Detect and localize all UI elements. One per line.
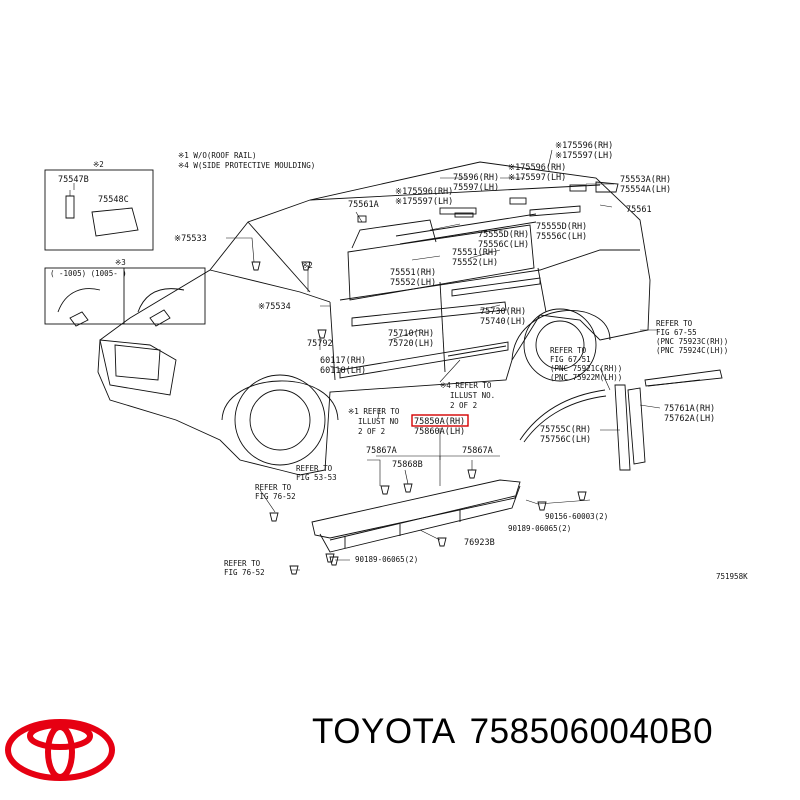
part-label: ※175597(LH) [508, 173, 566, 183]
quarter-moulding [519, 369, 723, 471]
part-label: 75710(RH) [388, 329, 434, 339]
part-label: 75551(RH) [452, 248, 498, 258]
part-label: (PNC 75921C(RH)) [550, 364, 622, 373]
part-label: 2 OF 2 [358, 427, 385, 436]
parts-diagram: ※1 W/O(ROOF RAIL) ※4 W(SIDE PROTECTIVE M… [44, 141, 748, 581]
part-label: 75740(LH) [480, 317, 526, 327]
part-label: 90156-60003(2) [545, 512, 608, 521]
part-label: (PNC 75923C(RH)) [656, 337, 728, 346]
part-label: 75867A [366, 446, 397, 456]
part-label: 75792 [307, 339, 333, 349]
part-label: 75561 [626, 205, 652, 215]
part-label: REFER TO [296, 464, 333, 473]
inset-mark-bottom: ※3 [115, 258, 126, 267]
part-label: 75756C(LH) [540, 435, 591, 445]
part-label: 75552(LH) [390, 278, 436, 288]
part-label: (PNC 75922M(LH)) [550, 373, 622, 382]
part-label: 60118(LH) [320, 366, 366, 376]
part-label: 75555D(RH) [478, 230, 529, 240]
part-label: ※175597(LH) [555, 151, 613, 161]
part-label: 2 OF 2 [450, 401, 477, 410]
part-label: 75868B [392, 460, 423, 470]
logo-rings [5, 719, 115, 781]
part-label: REFER TO [656, 319, 693, 328]
part-label: FIG 67-55 [656, 328, 697, 337]
part-label: ※1 REFER TO [348, 407, 400, 416]
part-label: REFER TO [255, 483, 292, 492]
part-label: 76923B [464, 538, 495, 548]
brand-line: TOYOTA 7585060040B0 [312, 712, 727, 752]
part-label: 75556C(LH) [478, 240, 529, 250]
part-label: (PNC 75924C(LH)) [656, 346, 728, 355]
inset-header: ( -1005) (1005- ) [50, 269, 127, 278]
part-label: 75552(LH) [452, 258, 498, 268]
part-label: ※175597(LH) [395, 197, 453, 207]
note-side-moulding: ※4 W(SIDE PROTECTIVE MOULDING) [178, 161, 315, 170]
part-label: 75730(RH) [480, 307, 526, 317]
part-labels: ※175596(RH) ※175597(LH) 75553A(RH) 75554… [174, 141, 748, 581]
part-label: ※175596(RH) [555, 141, 613, 151]
part-label: 75755C(RH) [540, 425, 591, 435]
part-label: 75596(RH) [453, 173, 499, 183]
part-label: ※75534 [258, 302, 291, 312]
part-label: 75553A(RH) [620, 175, 671, 185]
note-roof-rail: ※1 W/O(ROOF RAIL) [178, 151, 257, 160]
part-label: 60117(RH) [320, 356, 366, 366]
part-label: FIG 76-52 [255, 492, 296, 501]
part-label: REFER TO [550, 346, 587, 355]
part-label: 75761A(RH) [664, 404, 715, 414]
figure-code: 751958K [716, 572, 748, 581]
part-label: ILLUST NO [358, 417, 399, 426]
leader-lines [226, 149, 661, 571]
part-label: FIG 67-51 [550, 355, 591, 364]
part-label: 75554A(LH) [620, 185, 671, 195]
part-label: 75597(LH) [453, 183, 499, 193]
part-label: ILLUST NO. [450, 391, 495, 400]
part-label: 75561A [348, 200, 379, 210]
inset-part-a: 75547B [58, 175, 89, 185]
vehicle-outline [97, 161, 651, 476]
part-label: 75867A [462, 446, 493, 456]
part-number: 7585060040B0 [469, 712, 714, 751]
toyota-logo-icon [5, 719, 115, 781]
part-label: ※4 REFER TO [440, 381, 492, 390]
part-label: FIG 76-52 [224, 568, 265, 577]
part-label: 75556C(LH) [536, 232, 587, 242]
part-label: 75720(LH) [388, 339, 434, 349]
part-label: 75555D(RH) [536, 222, 587, 232]
highlight-box [411, 414, 469, 427]
part-label: ※2 [302, 261, 313, 270]
part-label: 75762A(LH) [664, 414, 715, 424]
part-label: 90189-06065(2) [508, 524, 571, 533]
rocker-panel [311, 479, 521, 553]
inset-part-b: 75548C [98, 195, 129, 205]
part-label: 90189-06065(2) [355, 555, 418, 564]
part-label: FIG 53-53 [296, 473, 337, 482]
part-label: REFER TO [224, 559, 261, 568]
inset-variants-box: ※3 ( -1005) (1005- ) [44, 258, 206, 327]
inset-clip-box: ※2 75547B 75548C [44, 160, 154, 251]
part-label: 75860A(LH) [414, 427, 465, 437]
brand-name: TOYOTA [312, 712, 456, 751]
part-label: ※175596(RH) [395, 187, 453, 197]
highlight-part-label: 75850A(RH) [414, 417, 465, 427]
part-label: ※75533 [174, 234, 207, 244]
inset-mark-top: ※2 [93, 160, 104, 169]
part-label: 75551(RH) [390, 268, 436, 278]
part-label: ※175596(RH) [508, 163, 566, 173]
